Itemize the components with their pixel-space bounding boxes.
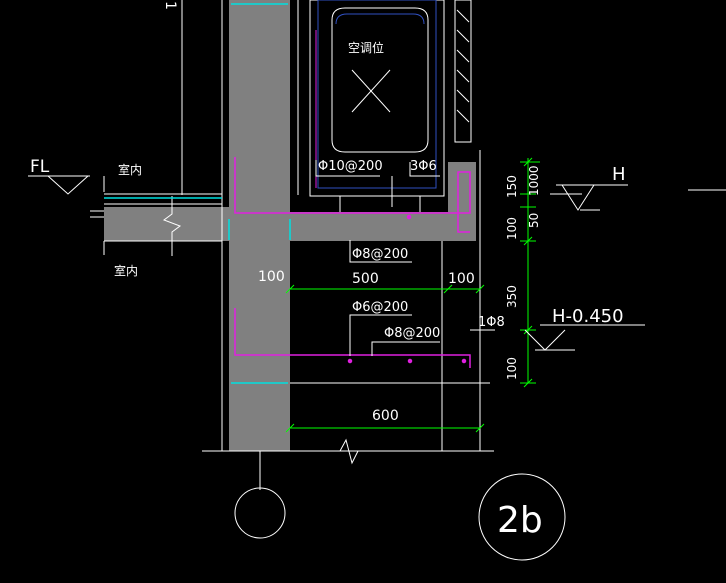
ac-unit [309,0,472,212]
dimension-lines [285,157,540,433]
concrete-section [104,0,476,451]
cyan-marks [104,3,291,384]
labels: 空调位 FL 室内 室内 H H-0.450 2b 1 Φ10@200 3Φ6 … [30,1,626,541]
top-fragment: 1 [162,1,178,10]
detail-id: 2b [497,500,543,541]
dim-total-width: 600 [372,408,399,424]
outlines [90,0,494,490]
leaders [315,160,495,356]
dim-edge-width: 100 [448,271,475,287]
callout-top-bar: Φ10@200 [318,159,383,174]
label-h: H [612,164,626,185]
callout-slab-dist: Φ8@200 [352,247,408,262]
callout-lower-main: Φ8@200 [384,326,440,341]
grid-bubble [234,487,286,539]
label-h-minus: H-0.450 [552,306,624,327]
level-symbols [28,175,726,351]
dim-v100a: 100 [505,217,519,240]
dim-wall: 100 [258,269,285,285]
label-indoor-bottom: 室内 [114,263,138,278]
callout-edge-bars: 3Φ6 [410,159,437,174]
dim-v150: 150 [505,175,519,198]
rebar [234,157,471,368]
dim-v1000: 1000 [527,165,541,196]
callout-corner-bar: 1Φ8 [478,315,505,330]
floor-slab [104,207,229,241]
dim-v350: 350 [505,285,519,308]
unit-tag: 空调位 [348,40,384,55]
callout-lower-dist: Φ6@200 [352,300,408,315]
dim-v100b: 100 [505,357,519,380]
dim-v50: 50 [527,213,541,228]
main-wall [229,0,290,451]
balcony-slab [290,212,476,241]
label-fl: FL [30,157,50,177]
edge-curb [448,162,476,241]
detail-marker [478,473,566,561]
dim-slab-width: 500 [352,271,379,287]
label-indoor-top: 室内 [118,162,142,177]
